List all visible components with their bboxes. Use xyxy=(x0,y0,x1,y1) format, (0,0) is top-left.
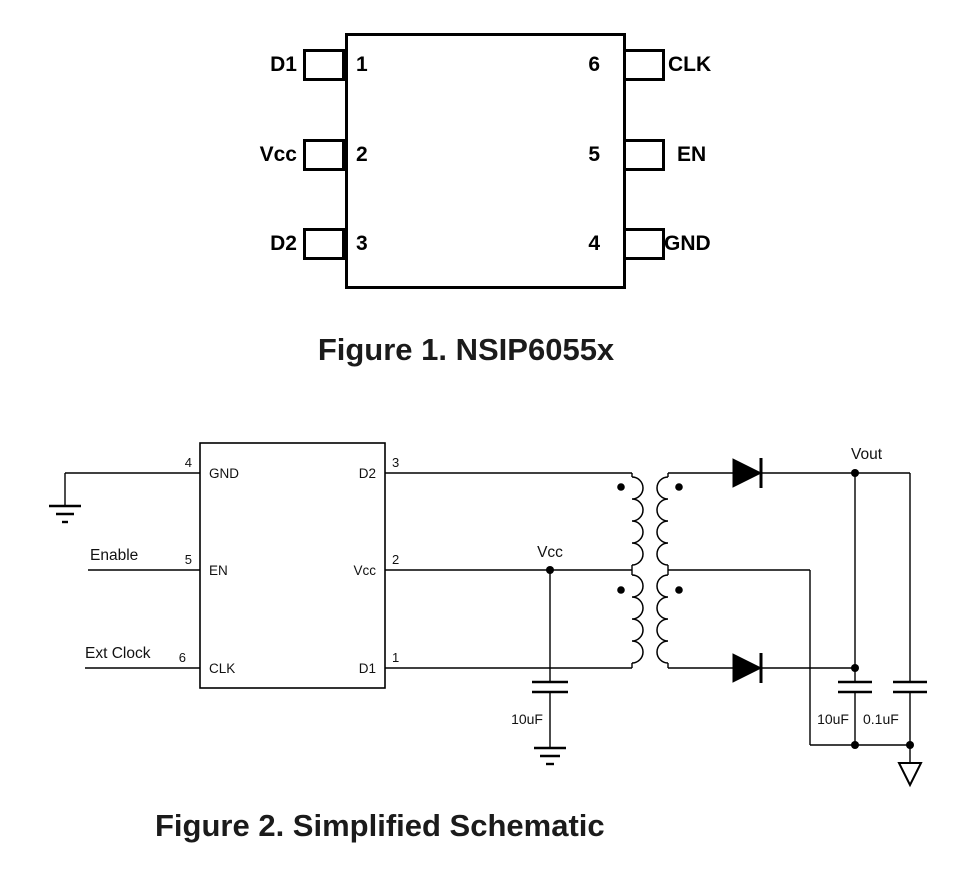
pin-number-3: 3 xyxy=(356,232,368,255)
cap-label-out1: 10uF xyxy=(817,711,849,727)
sch-pin-number-4: 4 xyxy=(185,455,192,470)
secondary-return-wire xyxy=(668,569,811,745)
vout-rail: Vout xyxy=(851,446,911,682)
cap-label-out2: 0.1uF xyxy=(863,711,899,727)
cap-label-vcc: 10uF xyxy=(511,711,543,727)
ic-symbol: GND EN CLK D2 Vcc D1 xyxy=(199,442,386,689)
pin-label-en: EN xyxy=(677,143,707,166)
polarity-dot-secondary-bottom xyxy=(675,586,683,594)
bottom-diode-triangle xyxy=(732,653,763,683)
vcc-wire: Vcc xyxy=(385,544,632,574)
polarity-dot-primary-bottom xyxy=(617,586,625,594)
rail-junction-dot-1 xyxy=(851,741,859,749)
ic-pin-label-clk: CLK xyxy=(209,661,235,676)
secondary-coil-bottom xyxy=(656,574,669,664)
enable-wire: Enable xyxy=(88,547,200,571)
bottom-diode xyxy=(668,653,855,683)
pin-box-4 xyxy=(623,228,665,260)
sch-pin-number-2: 2 xyxy=(392,552,399,567)
net-label-vcc: Vcc xyxy=(537,544,563,561)
ic-pin-numbers: 4 5 6 3 2 1 xyxy=(179,455,399,665)
ext-clock-wire: Ext Clock xyxy=(85,645,200,669)
polarity-dot-secondary-top xyxy=(675,483,683,491)
primary-coil-top xyxy=(631,476,644,566)
schematic-svg: GND EN CLK D2 Vcc D1 4 5 6 3 2 1 Enable xyxy=(49,442,927,788)
ic-pin-label-d2: D2 xyxy=(359,466,376,481)
pin-box-5 xyxy=(623,139,665,171)
pin-box-6 xyxy=(623,49,665,81)
pin-number-5: 5 xyxy=(588,143,600,166)
pin-number-4: 4 xyxy=(588,232,600,255)
sch-pin-number-1: 1 xyxy=(392,650,399,665)
net-label-vout: Vout xyxy=(851,446,883,463)
primary-coil-bottom xyxy=(631,574,644,664)
pin-number-2: 2 xyxy=(356,143,368,166)
output-cap-0p1uf: 0.1uF xyxy=(863,680,927,745)
pin-label-d2: D2 xyxy=(270,232,297,255)
pin-label-gnd: GND xyxy=(664,232,711,255)
transformer xyxy=(617,473,683,668)
ground-symbol-mid xyxy=(534,746,566,766)
output-cap-10uf: 10uF xyxy=(817,680,872,745)
sch-pin-number-3: 3 xyxy=(392,455,399,470)
top-diode-triangle xyxy=(732,458,763,488)
figure2-caption: Figure 2. Simplified Schematic xyxy=(155,808,605,843)
ic-pin-label-gnd: GND xyxy=(209,466,239,481)
ground-symbol-right xyxy=(897,745,923,788)
ic-pin-label-vcc: Vcc xyxy=(353,563,376,578)
polarity-dot-primary-top xyxy=(617,483,625,491)
sch-pin-number-5: 5 xyxy=(185,552,192,567)
pin-box-1 xyxy=(303,49,345,81)
diode-junction-dot xyxy=(851,664,859,672)
pin-label-d1: D1 xyxy=(270,53,297,76)
ground-triangle xyxy=(897,762,923,788)
vcc-decoupling-cap: 10uF xyxy=(511,570,568,766)
top-diode xyxy=(668,458,910,488)
signal-label-ext-clock: Ext Clock xyxy=(85,645,151,662)
pin-box-3 xyxy=(303,228,345,260)
figure1-caption: Figure 1. NSIP6055x xyxy=(317,332,615,367)
pin-number-6: 6 xyxy=(588,53,600,76)
signal-label-enable: Enable xyxy=(90,547,138,564)
ic-package-body xyxy=(345,33,626,289)
secondary-coil-top xyxy=(656,476,669,566)
bottom-rail xyxy=(810,741,914,749)
pin-label-vcc: Vcc xyxy=(259,143,297,166)
ic-pin-label-en: EN xyxy=(209,563,228,578)
ic-pin-label-d1: D1 xyxy=(359,661,376,676)
pin-number-1: 1 xyxy=(356,53,368,76)
ground-symbol-left xyxy=(49,473,81,524)
pin-box-2 xyxy=(303,139,345,171)
pin-label-clk: CLK xyxy=(668,53,712,76)
sch-pin-number-6: 6 xyxy=(179,650,186,665)
